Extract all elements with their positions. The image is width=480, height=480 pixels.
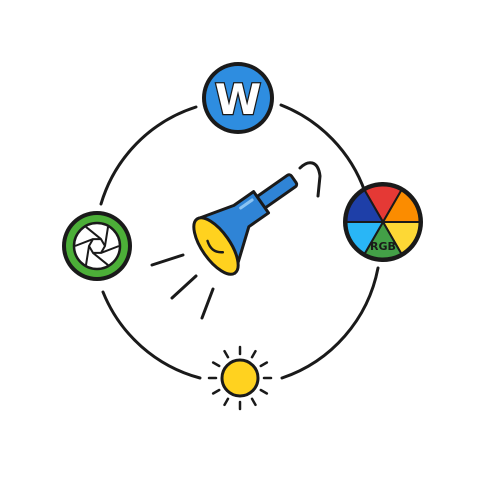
w-badge-letter: W [215,75,261,124]
sun-ray [259,388,269,395]
sun-ray [259,361,269,368]
sun-ray [250,349,257,359]
aperture-blade [92,252,109,266]
ring-arc-bottom-left [101,290,202,380]
aperture-blade [104,226,109,247]
aperture-blades [74,226,120,266]
aperture-blade [85,245,90,266]
spotlight-lens [192,216,240,276]
aperture-blade [74,238,94,247]
sun-ray [223,349,230,359]
ring-arc-top-right [279,103,367,194]
spotlight-light-rays [150,253,215,320]
aperture-icon [62,211,132,281]
w-badge-icon: W [202,62,274,134]
ring-arc-right-bottom [280,266,380,380]
sun-icon [207,345,273,411]
ring-arc-left-top [99,105,198,206]
spotlight-icon [150,161,322,320]
rgb-label: RGB [370,240,396,253]
color-wheel-icon: RGB [343,182,423,262]
connector-ring [99,103,380,380]
sun-ray [250,397,257,407]
aperture-blade [100,245,120,254]
aperture-center [88,238,106,254]
sun-ray [211,388,221,395]
sun-ray [211,361,221,368]
sun-ray [223,397,230,407]
aperture-blade [85,226,102,240]
sun-rays [207,345,273,411]
spotlight-cable [298,161,322,198]
